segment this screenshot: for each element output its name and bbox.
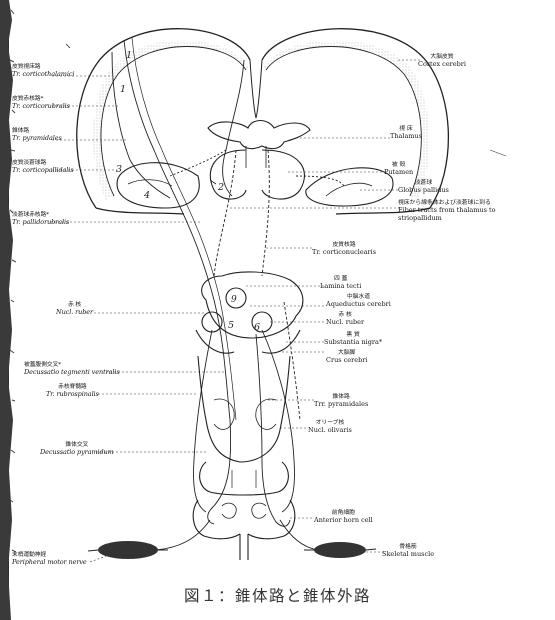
label-decussatio-tegmenti: 被蓋腹側交叉*Decussatio tegmenti ventralis [24, 362, 120, 377]
marker-5: 5 [228, 320, 234, 331]
ticks [66, 44, 216, 184]
brainstem: 9 [193, 272, 303, 560]
marker-3: 3 [116, 164, 122, 175]
marker-2: 2 [218, 182, 224, 193]
svg-text:9: 9 [231, 295, 237, 305]
scan-binding-edge [0, 0, 16, 620]
marker-1: 1 [120, 84, 126, 95]
tract-lines [112, 38, 344, 550]
marker-6: 6 [254, 322, 260, 333]
label-tr-pallidorubralis: 淡蒼球赤核路*Tr. pallidorubralis [12, 212, 69, 227]
skeletal-muscles [88, 541, 376, 559]
label-leader-lines [50, 60, 506, 562]
marker-1-top: 1 [126, 50, 132, 61]
label-tr-corticorubralis: 皮質赤核路*Tr. corticorubralis [12, 96, 70, 111]
figure-caption: 図１：錐体路と錐体外路 [0, 584, 555, 606]
marker-4: 4 [144, 190, 150, 201]
deep-nuclei [117, 121, 393, 209]
